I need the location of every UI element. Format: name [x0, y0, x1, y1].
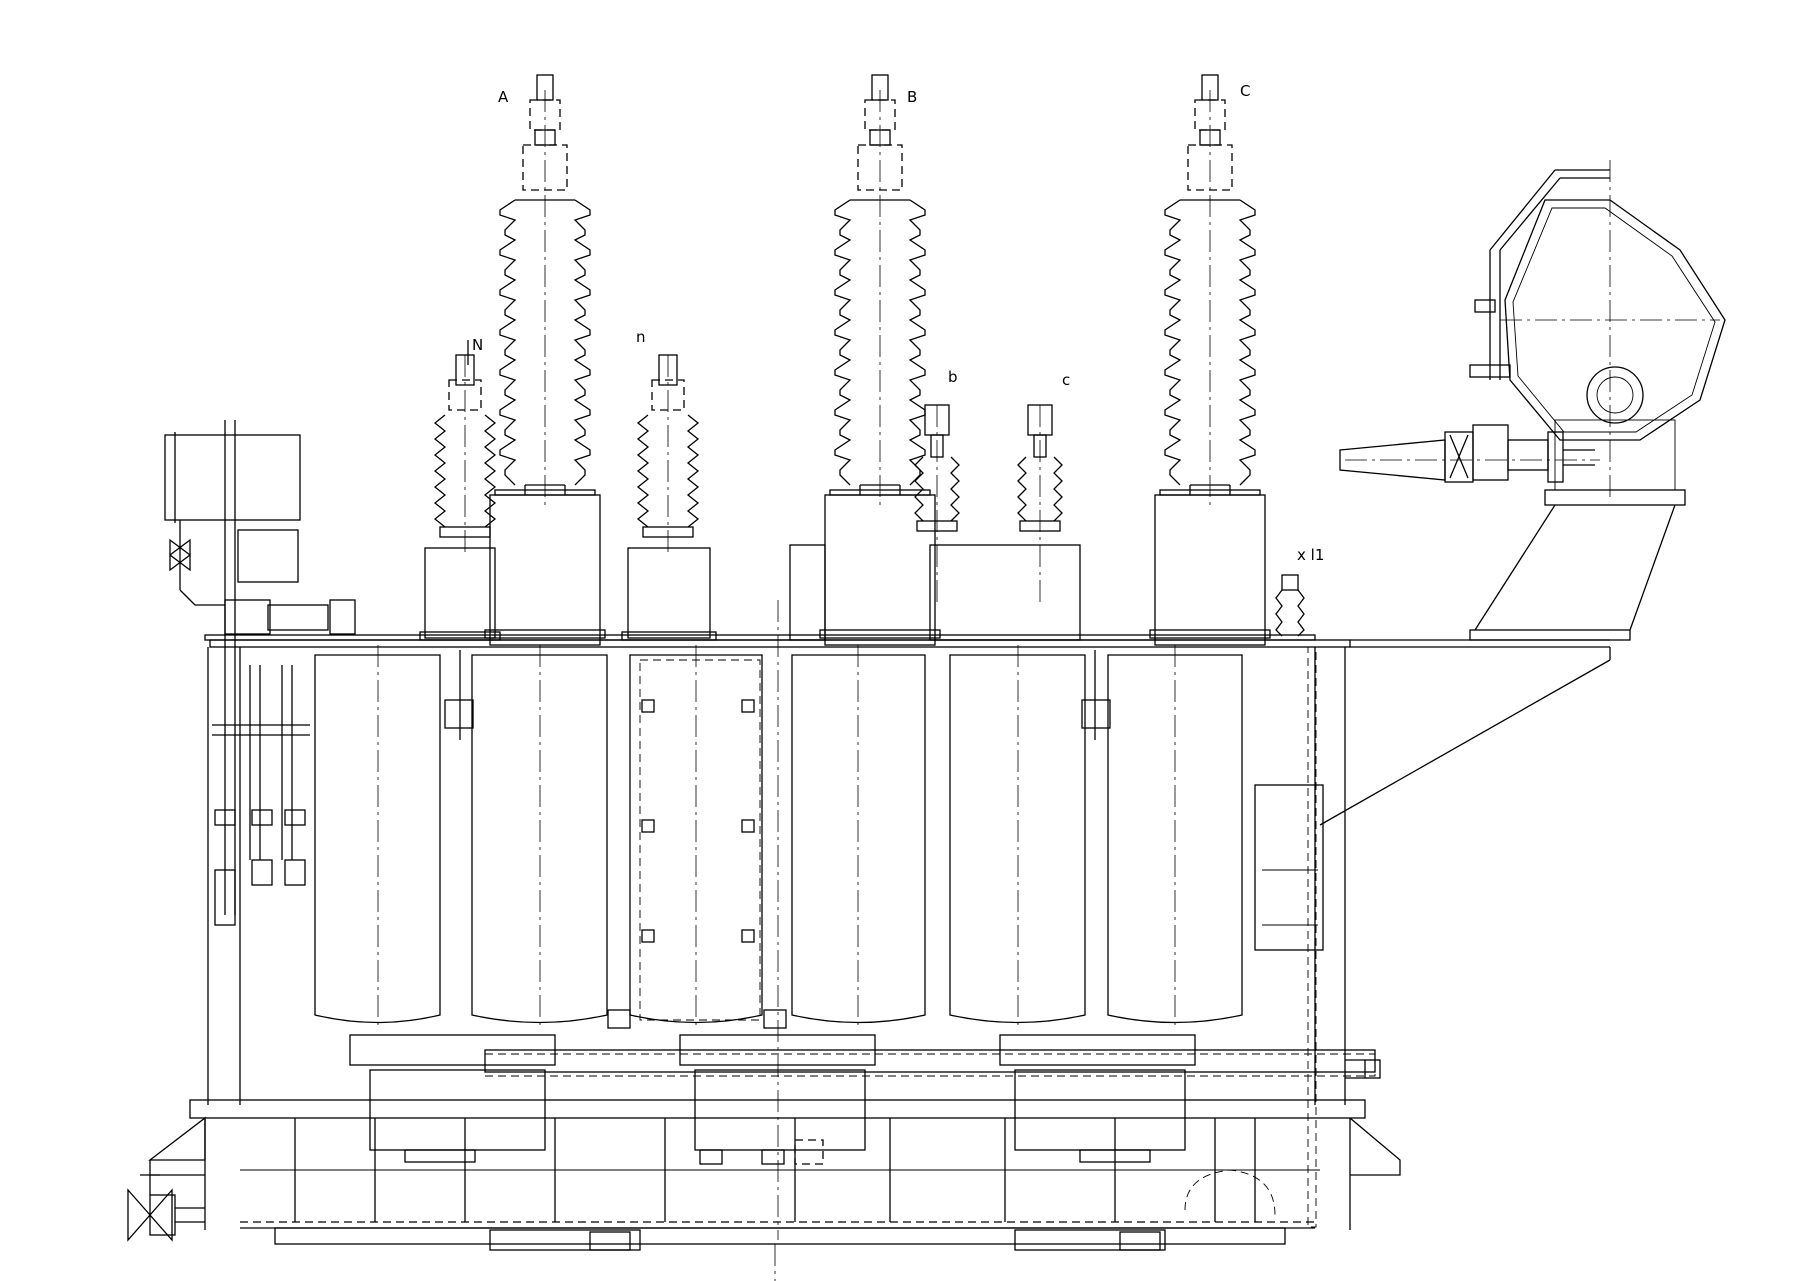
winding-column-2 [471, 654, 608, 1024]
winding-column-6 [1107, 654, 1243, 1024]
label-x1: x l1 [1297, 546, 1324, 564]
label-phase-c: C [1240, 82, 1250, 100]
winding-column-5 [949, 654, 1086, 1024]
neutral-bushing-N [419, 340, 501, 641]
drain-valve [127, 1174, 205, 1242]
lv-bushing-b [914, 404, 960, 606]
gas-relay-valves [212, 665, 310, 926]
base-feet [148, 1116, 1401, 1216]
lv-bushing-n [621, 354, 717, 641]
lv-bushing-c [929, 404, 1081, 641]
tap-changer-housing [789, 544, 826, 641]
label-lv-b: b [948, 368, 958, 386]
gas-relay-pipe [1339, 424, 1600, 483]
main-tank [204, 634, 1611, 1281]
bushing-x1 [1275, 574, 1305, 637]
terminal-labels: A B C N n b c x l1 [472, 82, 1324, 564]
label-neutral: N [472, 336, 483, 354]
core-frame [189, 1034, 1376, 1230]
control-cabinet [1254, 784, 1381, 1079]
winding-column-4 [791, 654, 926, 1024]
winding-columns [314, 600, 1243, 1240]
label-phase-b: B [907, 88, 917, 106]
label-lv-c: c [1062, 371, 1070, 389]
label-lv-n: n [636, 328, 646, 346]
hv-bushing-c [1149, 74, 1271, 646]
hv-bushing-a [484, 74, 606, 646]
cover-items [164, 420, 356, 926]
winding-column-1 [314, 654, 441, 1024]
oil-conservator [1469, 160, 1726, 641]
winding-column-3 [629, 654, 763, 1024]
label-phase-a: A [498, 88, 509, 106]
hv-bushing-b [819, 74, 941, 646]
